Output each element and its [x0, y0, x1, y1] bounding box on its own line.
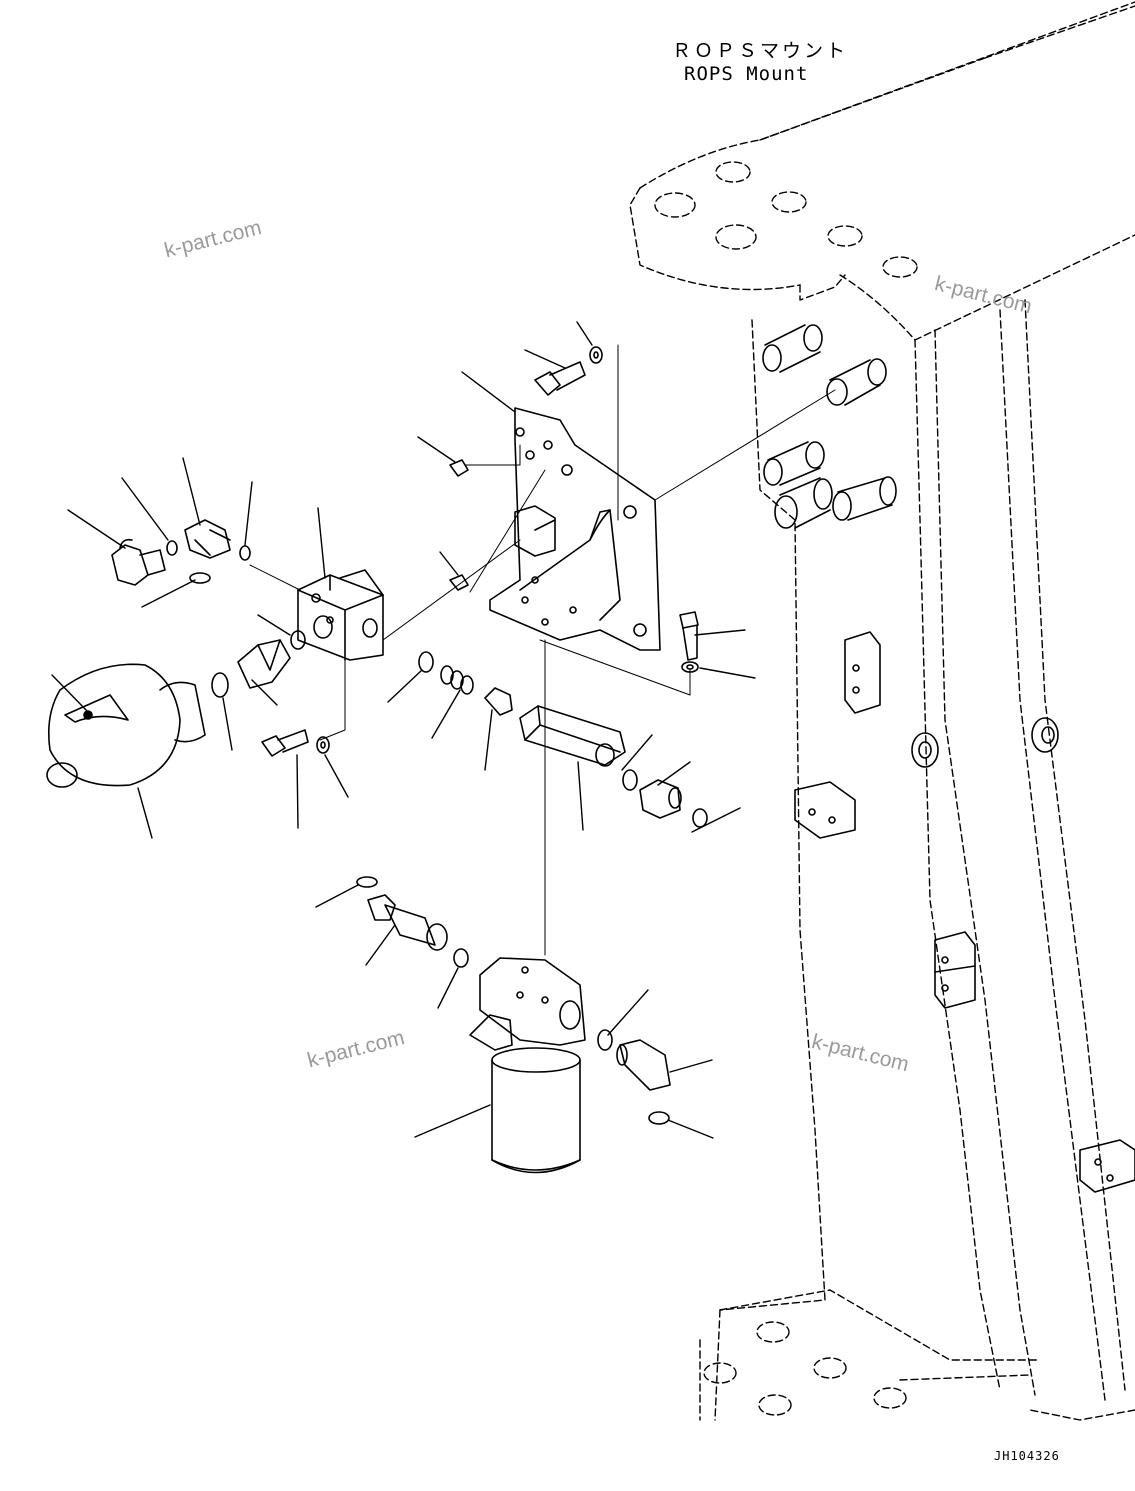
rops-mount-label-jp: ＲＯＰＳマウント [672, 40, 849, 62]
frame-mount-blocks [794, 631, 1135, 1193]
bolts [261, 346, 699, 757]
assembly-lines [249, 344, 836, 956]
lower-fittings [356, 876, 671, 1174]
rops-mount-label-en: ROPS Mount [684, 63, 809, 85]
mounting-bracket [489, 407, 661, 651]
drawing-code: JH104326 [994, 1449, 1060, 1463]
left-fittings [111, 519, 306, 698]
callout-leaders [51, 321, 756, 1139]
rops-frame [629, 1, 1135, 1421]
valve-block [297, 569, 384, 661]
accumulator [46, 663, 206, 788]
center-fittings [418, 651, 708, 828]
frame-spacers [762, 324, 1059, 768]
